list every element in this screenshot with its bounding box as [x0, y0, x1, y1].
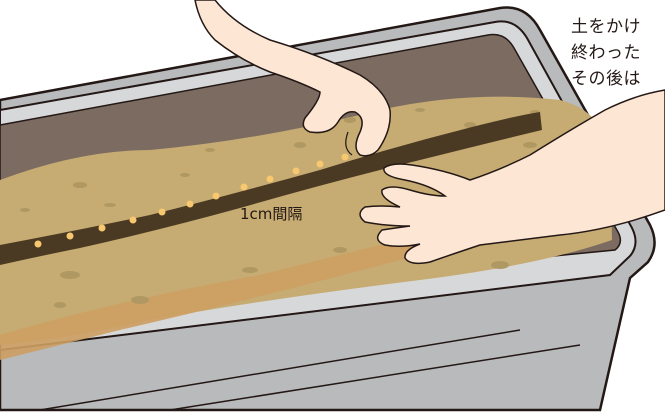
seed — [293, 168, 300, 175]
seed — [130, 217, 137, 224]
seed — [99, 225, 106, 232]
caption-line-3: その後は — [571, 64, 641, 89]
seed — [187, 201, 194, 208]
seed — [159, 209, 166, 216]
seed — [213, 193, 220, 200]
seed-spacing-label: 1cm間隔 — [240, 203, 302, 224]
seed — [241, 184, 248, 191]
caption-line-2: 終わった — [571, 38, 641, 63]
seed — [267, 176, 274, 183]
caption-line-1: 土をかけ — [571, 12, 641, 37]
seed — [67, 233, 74, 240]
seed — [35, 241, 42, 248]
seed — [317, 161, 324, 168]
seed — [342, 154, 349, 161]
